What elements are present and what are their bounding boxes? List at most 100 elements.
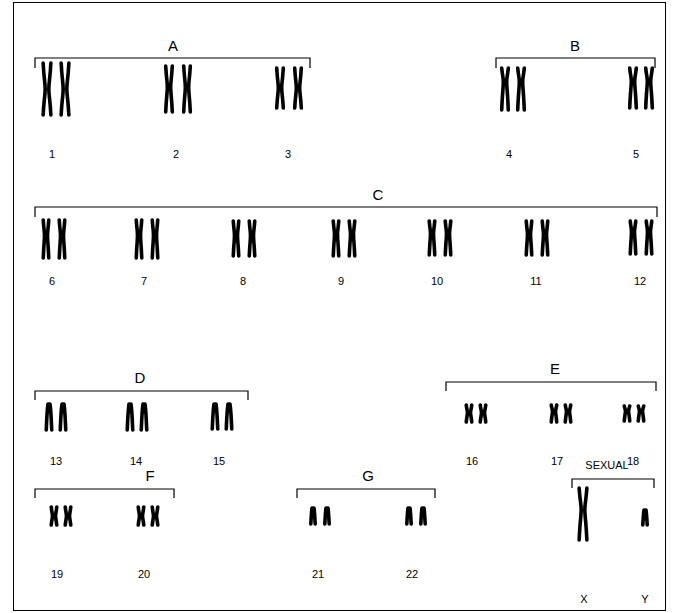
chromatid	[547, 221, 548, 255]
chromosome-number: 19	[51, 569, 63, 580]
group-brackets	[35, 58, 657, 498]
chromatid	[49, 63, 51, 115]
chromatid	[646, 221, 647, 254]
chromatid	[565, 405, 566, 422]
chromatid	[314, 508, 315, 524]
chromatid	[629, 406, 630, 421]
bracket	[496, 58, 655, 68]
chromatid	[230, 404, 232, 429]
chromatid	[450, 221, 451, 255]
sex-chromosome-label: X	[580, 594, 587, 605]
chromatid	[46, 404, 48, 430]
chromatid	[507, 68, 509, 110]
chromatid	[624, 406, 625, 421]
chromatid	[651, 68, 653, 108]
chromatid	[65, 507, 66, 525]
chromosome-number: 22	[406, 569, 418, 580]
chromosome-number: 16	[466, 456, 478, 467]
group-letter: B	[570, 38, 580, 53]
chromatid	[152, 220, 153, 258]
chromatid	[59, 220, 60, 258]
chromatid	[579, 488, 581, 540]
chromosome-number: 4	[506, 149, 512, 160]
chromatid	[434, 221, 435, 255]
chromosome-number: 9	[338, 276, 344, 287]
chromatid	[60, 404, 62, 430]
chromatid	[226, 404, 228, 429]
chromatid	[70, 507, 71, 525]
chromatid	[61, 63, 63, 115]
chromatid	[349, 221, 350, 256]
bracket	[35, 489, 174, 498]
chromatid	[542, 221, 543, 255]
chromosome-number: 7	[141, 276, 147, 287]
chromosome-number: 20	[138, 569, 150, 580]
chromatid	[502, 68, 504, 110]
chromatid	[471, 405, 472, 422]
chromatid	[50, 404, 52, 430]
chromosome-number: 18	[627, 456, 639, 467]
frame	[14, 3, 666, 611]
chromatid	[277, 68, 279, 108]
chromatid	[216, 404, 218, 429]
chromosome-number: 10	[431, 276, 443, 287]
chromatid	[585, 488, 587, 540]
chromatid	[43, 63, 45, 115]
chromatid	[638, 406, 639, 421]
chromosome-number: 13	[50, 456, 62, 467]
chromatid	[166, 66, 168, 112]
chromatid	[635, 68, 637, 108]
chromatid	[328, 508, 329, 524]
chromatid	[141, 220, 142, 258]
chromatid	[354, 221, 355, 256]
chromatid	[136, 220, 137, 258]
chromatid	[407, 508, 408, 524]
group-letter: SEXUAL	[585, 460, 628, 471]
chromatid	[651, 221, 652, 254]
chromatid	[523, 68, 525, 110]
chromosomes	[43, 63, 652, 540]
chromatid	[64, 404, 66, 430]
chromatid	[56, 507, 57, 525]
bracket	[35, 207, 657, 217]
chromatid	[333, 221, 334, 256]
sex-chromosome-label: Y	[641, 594, 648, 605]
chromatid	[282, 68, 284, 108]
chromatid	[300, 68, 302, 108]
chromosome-number: 12	[634, 276, 646, 287]
bracket	[35, 391, 248, 400]
chromatid	[145, 404, 147, 430]
chromosome-number: 15	[213, 456, 225, 467]
chromatid	[143, 507, 144, 525]
chromatid	[157, 507, 158, 525]
chromatid	[643, 406, 644, 421]
chromatid	[48, 220, 49, 258]
chromatid	[643, 510, 644, 525]
chromatid	[531, 221, 532, 255]
chromatid	[184, 66, 186, 112]
chromatid	[43, 220, 44, 258]
chromosome-number: 14	[130, 456, 142, 467]
chromatid	[157, 220, 158, 258]
chromatid	[646, 68, 648, 108]
chromosome-number: 8	[240, 276, 246, 287]
chromatid	[646, 510, 647, 525]
chromosome-number: 2	[173, 149, 179, 160]
group-letter: D	[135, 370, 146, 385]
chromatid	[212, 404, 214, 429]
chromatid	[551, 405, 552, 422]
chromatid	[64, 220, 65, 258]
chromatid	[338, 221, 339, 256]
group-letter: A	[168, 38, 178, 53]
bracket	[572, 479, 654, 488]
chromatid	[570, 405, 571, 422]
chromosome-number: 11	[530, 276, 541, 287]
chromosome-number: 6	[49, 276, 55, 287]
chromosome-number: 1	[49, 149, 55, 160]
chromosome-number: 5	[633, 149, 639, 160]
chromatid	[518, 68, 520, 110]
chromatid	[51, 507, 52, 525]
chromatid	[67, 63, 69, 115]
